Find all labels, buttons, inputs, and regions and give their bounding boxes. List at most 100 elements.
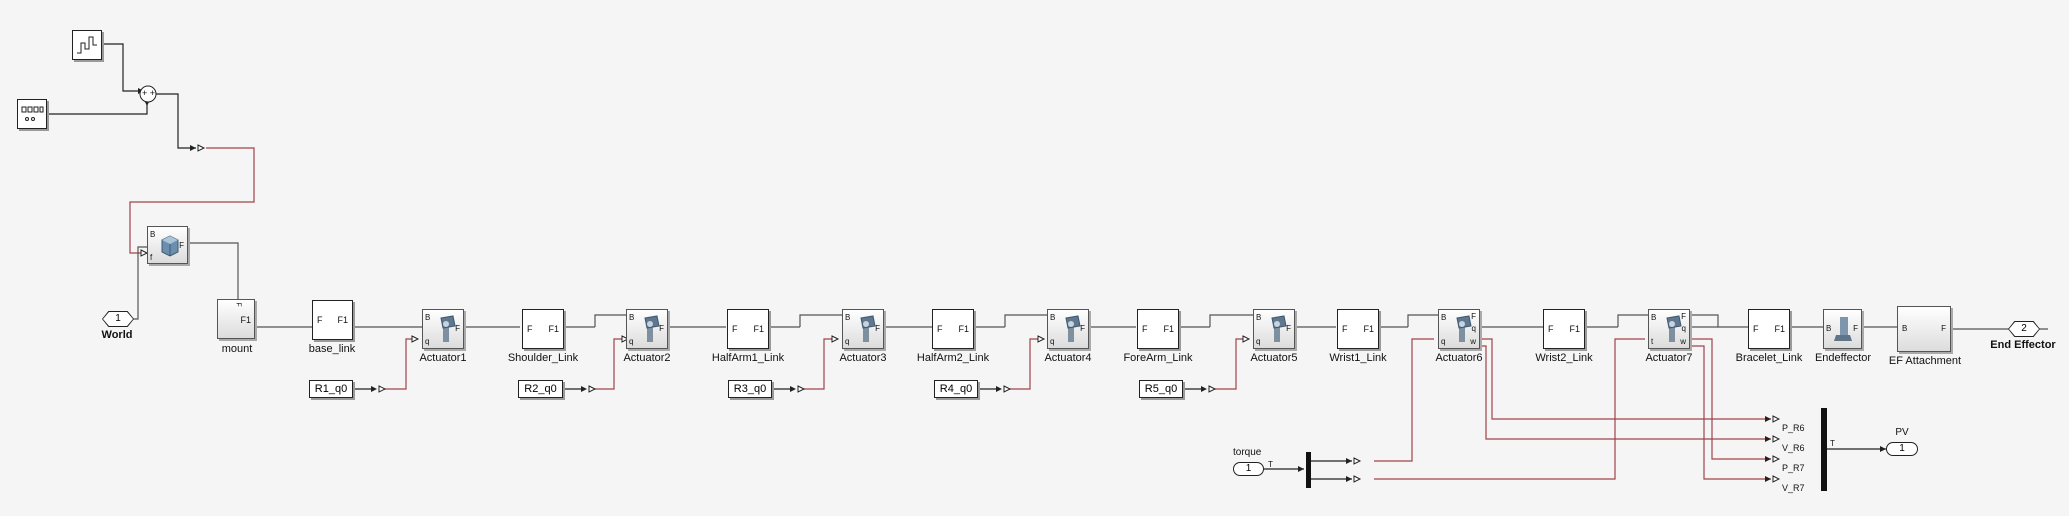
endeffector-block[interactable]: B F bbox=[1823, 309, 1862, 349]
signal-p-r6-label: P_R6 bbox=[1782, 423, 1805, 433]
end-effector-port-number: 2 bbox=[2009, 322, 2039, 336]
pv-label: PV bbox=[1895, 427, 1909, 438]
wrist1-link-label: Wrist1_Link bbox=[1329, 352, 1387, 364]
port-f: F bbox=[1286, 324, 1291, 333]
black-signal-lines bbox=[353, 388, 1886, 480]
open-ports bbox=[140, 144, 1781, 483]
port-t: t bbox=[1651, 337, 1654, 346]
port-f: F bbox=[1142, 324, 1148, 334]
port-b: B bbox=[425, 313, 431, 322]
revolute-joint-icon bbox=[644, 315, 660, 342]
r4-q0-constant[interactable]: R4_q0 bbox=[934, 380, 978, 398]
actuator4-block[interactable]: B F q bbox=[1047, 309, 1089, 349]
sum-signs: + + bbox=[142, 88, 156, 98]
sum-block[interactable] bbox=[139, 85, 157, 103]
port-f1: F1 bbox=[753, 324, 764, 334]
torque-port[interactable]: 1 bbox=[1233, 462, 1264, 476]
r2-q0-constant[interactable]: R2_q0 bbox=[518, 380, 563, 398]
port-b: B bbox=[1651, 313, 1657, 322]
ef-attachment-block[interactable]: B F bbox=[1897, 306, 1951, 352]
halfarm2-link-block[interactable]: F F1 bbox=[932, 309, 974, 349]
actuator1-block[interactable]: B F q bbox=[422, 309, 464, 349]
port-f1: F1 bbox=[337, 315, 348, 325]
solid-body-icon bbox=[1834, 317, 1852, 341]
signal-v-r7-label: V_R7 bbox=[1782, 483, 1805, 493]
torque-label: torque bbox=[1233, 447, 1262, 458]
bus-mux-label: T bbox=[1830, 439, 1835, 448]
shoulder-link-block[interactable]: F F1 bbox=[522, 309, 564, 349]
port-b: B bbox=[1441, 313, 1447, 322]
revolute-joint-icon bbox=[1456, 315, 1472, 342]
wrist2-link-block[interactable]: F F1 bbox=[1543, 309, 1585, 349]
port-f1: F1 bbox=[548, 324, 559, 334]
end-effector-label: End Effector bbox=[1990, 339, 2056, 351]
mount-block[interactable]: F1 F bbox=[217, 299, 255, 339]
torque-demux-label: T bbox=[1268, 460, 1273, 469]
signal-v-r6-label: V_R6 bbox=[1782, 443, 1805, 453]
forearm-link-block[interactable]: F F1 bbox=[1137, 309, 1179, 349]
halfarm1-link-block[interactable]: F F1 bbox=[727, 309, 769, 349]
bracelet-link-block[interactable]: F F1 bbox=[1748, 309, 1790, 349]
halfarm2-link-label: HalfArm2_Link bbox=[916, 352, 990, 364]
torque-demux[interactable] bbox=[1306, 452, 1311, 488]
port-f: F bbox=[317, 315, 323, 325]
port-f: F bbox=[179, 241, 184, 250]
port-b: B bbox=[150, 230, 156, 239]
port-f: F bbox=[732, 324, 738, 334]
actuator7-block[interactable]: B F q w t bbox=[1648, 309, 1690, 349]
top-red-lines bbox=[129, 147, 255, 254]
port-b: B bbox=[629, 313, 635, 322]
actuator4-label: Actuator4 bbox=[1044, 352, 1092, 364]
world-port[interactable]: 1 bbox=[102, 311, 134, 327]
port-f: F bbox=[875, 324, 880, 333]
r5-q0-constant[interactable]: R5_q0 bbox=[1139, 380, 1183, 398]
actuator2-label: Actuator2 bbox=[623, 352, 671, 364]
port-f: F bbox=[1342, 324, 1348, 334]
ef-attachment-label: EF Attachment bbox=[1888, 355, 1962, 367]
bus-mux[interactable] bbox=[1821, 408, 1827, 491]
pv-port[interactable]: 1 bbox=[1886, 442, 1918, 456]
port-f: F bbox=[455, 324, 460, 333]
revolute-joint-icon bbox=[1065, 315, 1081, 342]
port-f-lower: f bbox=[150, 253, 153, 262]
port-f: F bbox=[1681, 312, 1686, 321]
port-w-out: w bbox=[1680, 337, 1686, 346]
signal-builder-block[interactable] bbox=[72, 30, 102, 60]
wrist2-link-label: Wrist2_Link bbox=[1535, 352, 1593, 364]
port-f: F bbox=[1471, 312, 1476, 321]
port-q: q bbox=[1441, 337, 1446, 346]
port-q: q bbox=[425, 337, 430, 346]
port-b: B bbox=[1826, 324, 1832, 333]
port-q: q bbox=[629, 337, 634, 346]
port-q: q bbox=[1256, 337, 1261, 346]
r3-q0-constant[interactable]: R3_q0 bbox=[728, 380, 772, 398]
revolute-joint-icon bbox=[1271, 315, 1287, 342]
revolute-joint-icon bbox=[1666, 315, 1682, 342]
end-effector-port[interactable]: 2 bbox=[2008, 321, 2040, 337]
actuator3-block[interactable]: B F q bbox=[842, 309, 884, 349]
clock-source-block[interactable] bbox=[17, 99, 47, 129]
world-frame-joint-block[interactable]: B F f bbox=[147, 226, 188, 264]
port-f1: F1 bbox=[1163, 324, 1174, 334]
actuator2-block[interactable]: B F q bbox=[626, 309, 668, 349]
halfarm1-link-label: HalfArm1_Link bbox=[711, 352, 785, 364]
mount-port-f1: F1 bbox=[240, 315, 251, 325]
port-q: q bbox=[1050, 337, 1055, 346]
port-f: F bbox=[1548, 324, 1554, 334]
port-f: F bbox=[659, 324, 664, 333]
actuator6-block[interactable]: B F q w q bbox=[1438, 309, 1480, 349]
actuator5-block[interactable]: B F q bbox=[1253, 309, 1295, 349]
r1-q0-constant[interactable]: R1_q0 bbox=[309, 380, 353, 398]
forearm-link-label: ForeArm_Link bbox=[1123, 352, 1193, 364]
port-q-out: q bbox=[1471, 324, 1476, 333]
port-f: F bbox=[1941, 324, 1946, 333]
bracelet-link-label: Bracelet_Link bbox=[1735, 352, 1803, 364]
shoulder-link-label: Shoulder_Link bbox=[507, 352, 579, 364]
base-link-label: base_link bbox=[308, 343, 356, 355]
actuator7-label: Actuator7 bbox=[1645, 352, 1693, 364]
signal-builder-icon bbox=[77, 36, 97, 54]
mount-label: mount bbox=[221, 343, 253, 355]
base-link-block[interactable]: F F1 bbox=[312, 300, 353, 340]
wrist1-link-block[interactable]: F F1 bbox=[1337, 309, 1379, 349]
